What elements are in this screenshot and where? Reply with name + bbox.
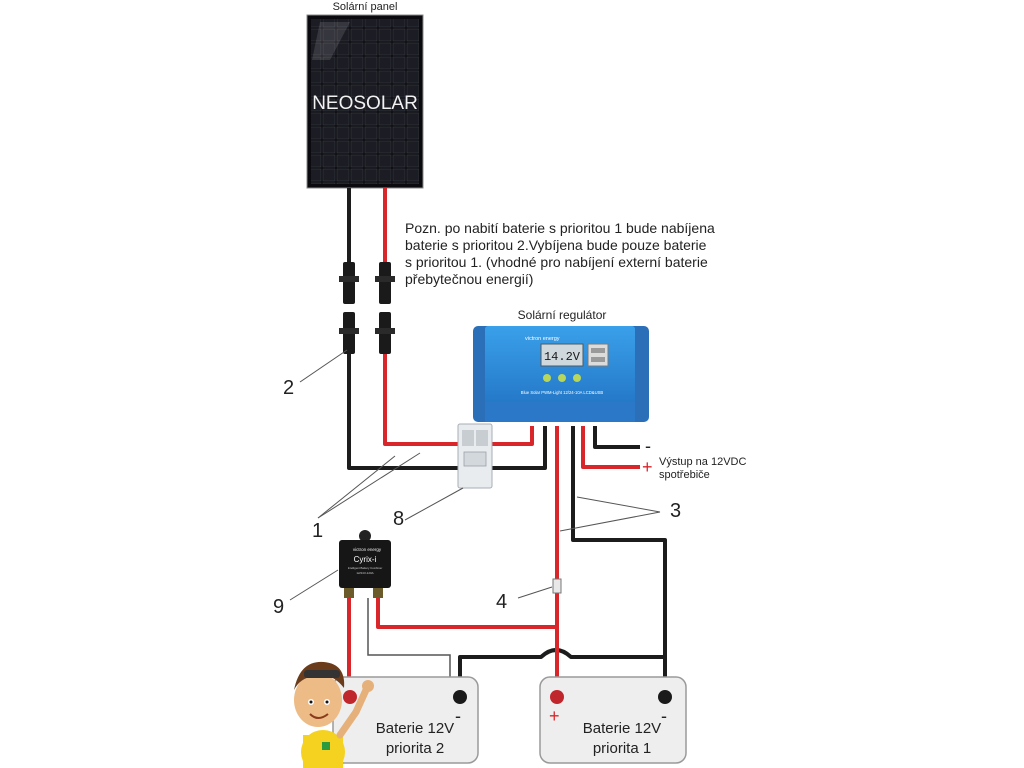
output-label: Výstup na 12VDC <box>659 456 746 468</box>
regulator-brand: victron energy <box>525 336 560 342</box>
battery-label: priorita 1 <box>593 740 651 757</box>
regulator-model: Blue Solar PWM-Light 12/24-10A LCD&USB <box>521 390 604 395</box>
callout-3: 3 <box>670 500 681 522</box>
callout-4: 4 <box>496 591 507 613</box>
cyrix-name: Cyrix-i <box>354 555 377 564</box>
output-plus: + <box>642 457 653 477</box>
battery-plus: + <box>549 706 560 726</box>
cyrix-spec: 12/24V-120A <box>356 571 373 575</box>
note-line: přebytečnou energií) <box>405 271 533 287</box>
regulator-button <box>558 374 566 382</box>
output-label: spotřebiče <box>659 469 710 481</box>
output-minus: - <box>645 436 651 456</box>
battery-minus: - <box>661 706 667 726</box>
callout-2: 2 <box>283 377 294 399</box>
fuse <box>552 578 562 594</box>
regulator-button <box>543 374 551 382</box>
mc4-connectors <box>339 262 395 354</box>
callout-9: 9 <box>273 596 284 618</box>
battery-priority-2: - Baterie 12V priorita 2 <box>332 676 479 764</box>
regulator-title: Solární regulátor <box>518 308 607 322</box>
signal-wire <box>367 598 451 690</box>
solar-panel: NEOSOLAR <box>306 14 424 189</box>
solar-regulator: victron energy 14.2V Blue Solar PWM-Ligh… <box>473 326 649 422</box>
note-line: s prioritou 1. (vhodné pro nabíjení exte… <box>405 254 708 270</box>
regulator-button <box>573 374 581 382</box>
note: Pozn. po nabití baterie s prioritou 1 bu… <box>405 220 715 287</box>
mascot-boy-illustration <box>294 661 374 768</box>
callout-8: 8 <box>393 508 404 530</box>
regulator-display: 14.2V <box>544 350 581 364</box>
cyrix-combiner: victron energy Cyrix-i Intelligent Batte… <box>339 530 391 598</box>
cyrix-subtitle: Intelligent Battery Combiner <box>348 566 383 570</box>
callout-1: 1 <box>312 520 323 542</box>
battery-label: priorita 2 <box>386 740 444 757</box>
callout-lines <box>289 349 661 601</box>
panel-title: Solární panel <box>333 1 398 13</box>
battery-label: Baterie 12V <box>376 720 454 737</box>
panel-brand: NEOSOLAR <box>312 93 418 114</box>
battery-priority-1: + - Baterie 12V priorita 1 <box>539 676 687 764</box>
battery-minus: - <box>455 706 461 726</box>
circuit-breaker <box>457 423 493 489</box>
cyrix-brand: victron energy <box>353 547 382 552</box>
positive-wires <box>347 188 640 690</box>
negative-wires <box>347 188 667 690</box>
note-line: baterie s prioritou 2.Vybíjena bude pouz… <box>405 237 707 253</box>
battery-label: Baterie 12V <box>583 720 661 737</box>
note-line: Pozn. po nabití baterie s prioritou 1 bu… <box>405 220 715 236</box>
